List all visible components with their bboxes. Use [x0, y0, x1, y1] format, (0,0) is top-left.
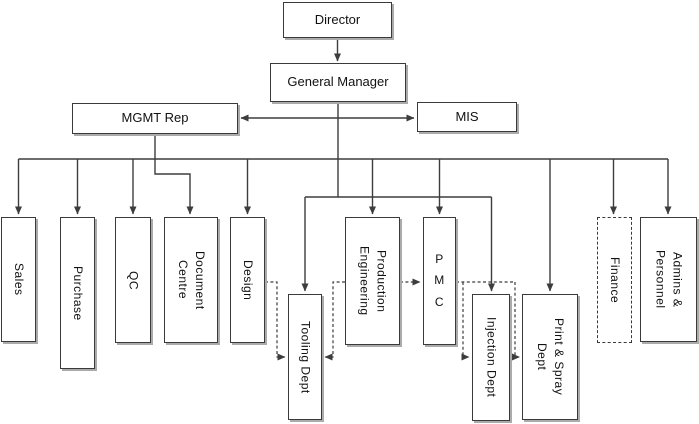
node-general-manager: General Manager — [270, 63, 406, 102]
node-mgmt-rep-label: MGMT Rep — [121, 110, 189, 126]
node-director: Director — [283, 2, 392, 38]
node-pmc-label: P M C — [434, 251, 445, 309]
node-director-label: Director — [314, 11, 361, 27]
node-mis-label: MIS — [455, 108, 479, 124]
node-tooling-dept-label: Tooling Dept — [298, 320, 313, 394]
node-general-manager-label: General Manager — [287, 74, 389, 90]
edge-design-tooling — [265, 281, 286, 361]
node-print-spray-dept: Print & Spray Dept — [522, 294, 578, 420]
node-finance: Finance — [597, 217, 632, 343]
node-sales: Sales — [1, 217, 36, 342]
node-production-engineering: Production Engineering — [345, 217, 400, 345]
edge-prodeng-tooling — [324, 281, 345, 361]
edge-mgmtrep-doc — [154, 134, 194, 215]
node-finance-label: Finance — [607, 256, 622, 304]
node-pmc: P M C — [423, 217, 456, 345]
node-tooling-dept: Tooling Dept — [288, 294, 322, 420]
node-admins-personnel-label: Admins & Personnel — [653, 250, 685, 309]
node-admins-personnel: Admins & Personnel — [640, 217, 697, 342]
node-purchase: Purchase — [60, 217, 95, 369]
node-injection-dept: Injection Dept — [472, 294, 510, 421]
node-mis: MIS — [417, 102, 517, 132]
node-mgmt-rep: MGMT Rep — [72, 103, 238, 134]
node-purchase-label: Purchase — [70, 265, 85, 321]
node-qc-label: QC — [126, 270, 141, 290]
node-production-engineering-label: Production Engineering — [357, 246, 389, 316]
node-qc: QC — [115, 217, 151, 343]
node-sales-label: Sales — [11, 263, 26, 296]
node-design-label: Design — [240, 259, 255, 301]
node-design: Design — [230, 217, 265, 343]
node-injection-dept-label: Injection Dept — [484, 317, 499, 398]
node-document-centre: Document Centre — [164, 217, 218, 343]
node-print-spray-dept-label: Print & Spray Dept — [535, 318, 566, 396]
node-document-centre-label: Document Centre — [176, 250, 207, 310]
edge-pmc-injection — [461, 282, 470, 361]
edge-pmc-printspray — [512, 282, 520, 361]
